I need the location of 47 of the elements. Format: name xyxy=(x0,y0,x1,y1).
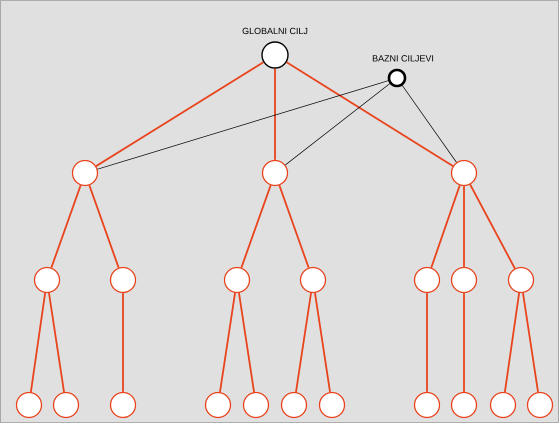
goal-circle xyxy=(450,266,478,294)
connector-line xyxy=(30,292,46,392)
connector-line xyxy=(88,185,120,268)
connector-line xyxy=(469,184,516,269)
goal-circle xyxy=(300,266,326,294)
connector-line xyxy=(278,185,310,268)
goal-circle xyxy=(526,392,554,418)
connector-line xyxy=(426,293,428,392)
connector-line xyxy=(219,292,236,392)
connector-line xyxy=(274,68,276,160)
connector-line xyxy=(97,80,388,170)
node-label: GLOBALNI CILJ xyxy=(242,28,308,34)
goal-circle xyxy=(318,392,346,418)
goal-circle xyxy=(204,392,232,418)
connector-line xyxy=(295,292,312,392)
connector-line xyxy=(240,185,272,268)
connector-line xyxy=(463,186,465,267)
connector-line xyxy=(48,292,65,392)
connector-line xyxy=(463,293,465,392)
connector-line xyxy=(286,62,454,167)
connector-line xyxy=(522,292,539,392)
goal-circle xyxy=(414,266,440,294)
goal-circle xyxy=(16,392,42,418)
goal-circle xyxy=(224,266,250,294)
goal-circle xyxy=(242,392,270,418)
goal-circle xyxy=(262,160,288,186)
goal-circle xyxy=(450,392,478,418)
connector-line xyxy=(430,185,461,268)
connector-line xyxy=(238,292,255,392)
goal-circle xyxy=(110,392,136,418)
goal-circle xyxy=(490,392,516,418)
connector-line xyxy=(285,83,390,166)
connector-line xyxy=(402,85,457,163)
goal-circle xyxy=(72,160,98,186)
connector-line xyxy=(50,185,82,268)
goal-circle xyxy=(414,392,440,418)
goal-circle xyxy=(34,266,60,294)
goal-circle xyxy=(52,392,80,418)
goal-circle xyxy=(110,266,136,294)
goal-circle xyxy=(508,266,534,294)
node-label: BAZNI CILJEVI xyxy=(372,55,434,62)
connector-line xyxy=(314,292,331,392)
connector-line xyxy=(96,61,264,167)
connector-line xyxy=(122,293,124,392)
connector-line xyxy=(504,292,520,392)
goal-circle xyxy=(450,160,478,186)
goal-circle xyxy=(280,392,308,418)
